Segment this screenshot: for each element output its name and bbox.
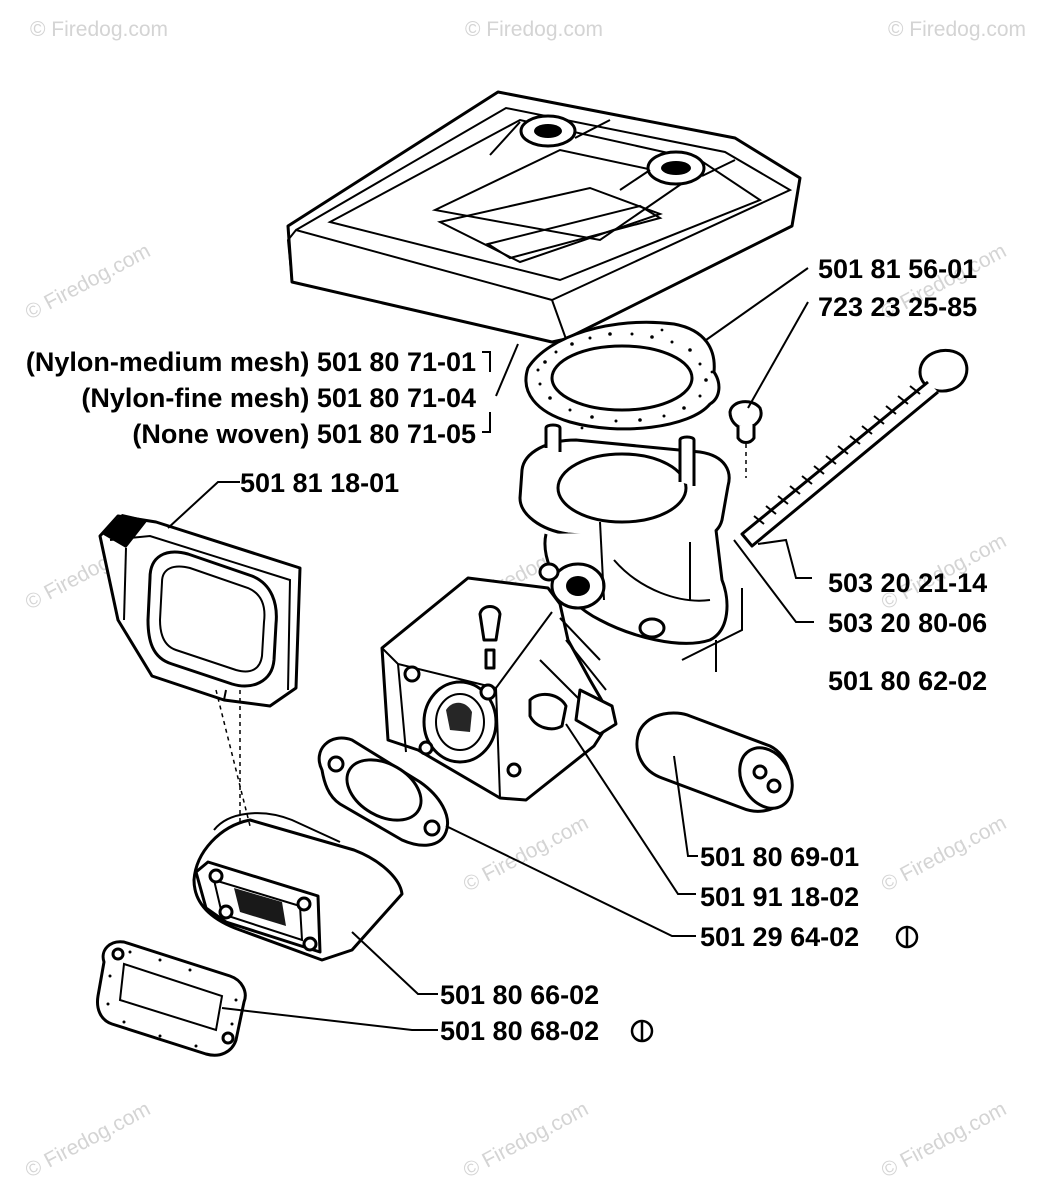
watermark: © Firedog.com <box>878 811 1011 896</box>
filter-screw <box>728 400 763 478</box>
label-nylon-fine-mesh: (Nylon-fine mesh) 501 80 71-04 <box>81 383 476 413</box>
label-none-woven: (None woven) 501 80 71-05 <box>132 419 476 449</box>
part-labels: 501 81 56-01 723 23 25-85 (Nylon-medium … <box>26 254 987 1046</box>
label-501-29-64-02: 501 29 64-02 <box>700 922 859 952</box>
label-501-81-56-01: 501 81 56-01 <box>818 254 977 284</box>
circled-i-icon <box>630 1019 654 1043</box>
label-501-80-66-02: 501 80 66-02 <box>440 980 599 1010</box>
intake-flange <box>518 423 731 645</box>
label-723-23-25-85: 723 23 25-85 <box>818 292 977 322</box>
filter-housing <box>98 514 302 708</box>
label-501-80-68-02: 501 80 68-02 <box>440 1016 599 1046</box>
watermark: © Firedog.com <box>878 1097 1011 1182</box>
label-501-80-69-01: 501 80 69-01 <box>700 842 859 872</box>
filter-gasket <box>524 320 721 431</box>
leader-lines <box>167 267 814 1031</box>
watermark: © Firedog.com <box>22 239 155 324</box>
intake-elbow <box>192 812 404 962</box>
watermark: © Firedog.com <box>30 18 168 41</box>
label-503-20-21-14: 503 20 21-14 <box>828 568 987 598</box>
intake-gasket <box>96 940 247 1057</box>
label-501-91-18-02: 501 91 18-02 <box>700 882 859 912</box>
carburetor <box>380 576 618 802</box>
fuel-filter-cylinder <box>635 711 794 813</box>
label-501-80-62-02: 501 80 62-02 <box>828 666 987 696</box>
watermark: © Firedog.com <box>888 18 1026 41</box>
label-nylon-medium-mesh: (Nylon-medium mesh) 501 80 71-01 <box>26 347 476 377</box>
watermark: © Firedog.com <box>22 1097 155 1182</box>
carb-gasket <box>317 736 449 847</box>
label-503-20-80-06: 503 20 80-06 <box>828 608 987 638</box>
watermark: © Firedog.com <box>460 811 593 896</box>
watermark: © Firedog.com <box>460 1097 593 1182</box>
air-filter-cover <box>286 90 802 344</box>
label-501-81-18-01: 501 81 18-01 <box>240 468 399 498</box>
watermark: © Firedog.com <box>465 18 603 41</box>
circled-i-icon <box>895 925 919 949</box>
stud-bolt <box>740 348 969 548</box>
